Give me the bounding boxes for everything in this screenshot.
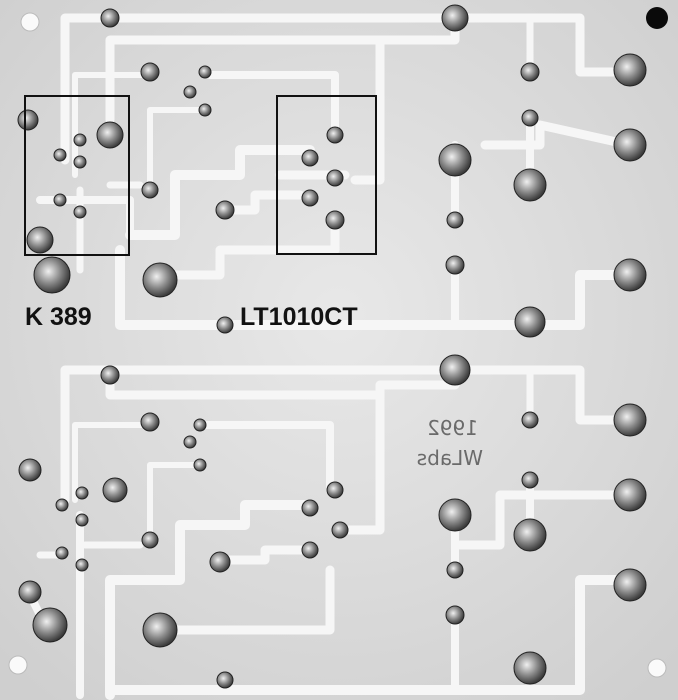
- mirrored-year: 1992: [427, 416, 478, 440]
- chip-outline-left: [24, 95, 130, 256]
- chip-label-right: LT1010CT: [240, 303, 358, 331]
- mirrored-silkscreen: 1992 WLabs: [417, 416, 483, 470]
- solder-pads: [17, 4, 647, 689]
- chip-label-left: K 389: [25, 303, 92, 331]
- mounting-holes: [8, 7, 668, 678]
- chip-outline-right: [276, 95, 377, 255]
- mirrored-brand: WLabs: [417, 446, 483, 470]
